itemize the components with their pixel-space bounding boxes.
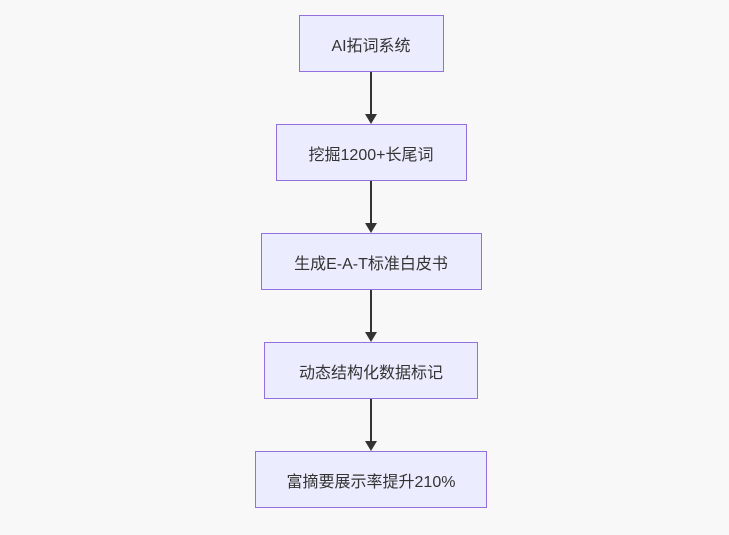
flow-node-eat-whitepaper: 生成E-A-T标准白皮书 (260, 233, 482, 290)
flow-node-label: AI拓词系统 (331, 37, 411, 55)
flow-node-longtail-mining: 挖掘1200+长尾词 (275, 124, 467, 181)
arrowhead-down-icon (365, 332, 377, 342)
arrowhead-down-icon (365, 223, 377, 233)
arrow-shaft (370, 181, 372, 224)
arrow-shaft (370, 290, 372, 333)
flowchart: AI拓词系统 挖掘1200+长尾词 生成E-A-T标准白皮书 动态结构化数据标记… (255, 15, 487, 508)
arrowhead-down-icon (365, 114, 377, 124)
flow-arrow-1 (365, 72, 377, 124)
flow-node-label: 动态结构化数据标记 (298, 364, 443, 382)
flow-node-label: 生成E-A-T标准白皮书 (294, 255, 448, 273)
arrowhead-down-icon (365, 441, 377, 451)
flow-arrow-4 (365, 399, 377, 451)
flow-arrow-2 (365, 181, 377, 233)
flow-node-ai-keyword-system: AI拓词系统 (298, 15, 444, 72)
arrow-shaft (370, 72, 372, 115)
flow-node-label: 富摘要展示率提升210% (286, 473, 456, 491)
flow-node-label: 挖掘1200+长尾词 (308, 146, 434, 164)
arrow-shaft (370, 399, 372, 442)
flow-arrow-3 (365, 290, 377, 342)
flow-node-structured-data-markup: 动态结构化数据标记 (264, 342, 478, 399)
flow-node-rich-snippet-uplift: 富摘要展示率提升210% (255, 451, 487, 508)
